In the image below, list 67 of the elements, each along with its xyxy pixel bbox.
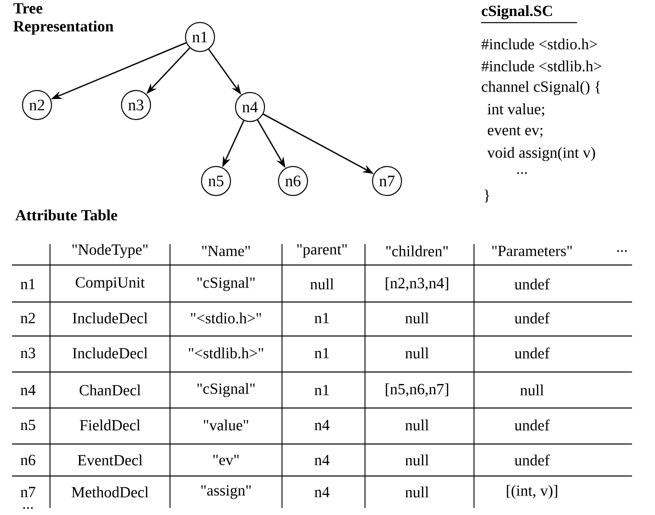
table-cell: "cSignal" [197, 276, 255, 292]
table-cell: undef [514, 454, 550, 466]
table-cell: EventDecl [78, 454, 142, 466]
table-cell: CompiUnit [76, 277, 145, 291]
table-cell: n1 [314, 348, 329, 358]
code-line: int value; [488, 103, 544, 117]
table-cell: IncludeDecl [72, 312, 148, 324]
table-header: "Name" [202, 246, 250, 256]
table-cell: n4 [20, 384, 36, 396]
table-cell: "cSignal" [197, 382, 255, 398]
code-line: ... [517, 172, 527, 174]
section-heading: Attribute Table [15, 210, 118, 220]
table-cell: n1 [314, 384, 329, 396]
tree-node: n2 [22, 90, 52, 120]
table-header: "Parameters" [492, 246, 572, 256]
table-cell: null [405, 312, 429, 324]
table-cell: [n5,n6,n7] [386, 383, 448, 397]
table-cell: undef [514, 278, 550, 290]
table-cell: null [405, 348, 429, 358]
table-header: "children" [386, 246, 448, 256]
tree-node: n5 [201, 166, 231, 196]
table-cell: null [310, 278, 334, 290]
code-line: #include <stdlib.h> [482, 60, 602, 72]
table-cell: n4 [314, 486, 330, 498]
code-line: channel cSignal() { [482, 80, 600, 96]
code-line: } [484, 190, 490, 202]
table-cell: undef [514, 312, 550, 324]
table-cell: n2 [20, 312, 35, 324]
table-header: "parent" [297, 244, 347, 258]
table-cell: "assign" [201, 485, 251, 499]
tree-node: n3 [121, 90, 151, 120]
section-heading: Tree Representation [13, 3, 114, 35]
tree-node: n1 [185, 22, 215, 52]
table-cell: n4 [314, 454, 330, 466]
tree-node: n7 [372, 166, 402, 196]
table-cell: [n2,n3,n4] [386, 277, 448, 291]
table-cell: "<stdio.h>" [191, 312, 261, 324]
table-cell: null [520, 384, 544, 396]
table-cell: "<stdlib.h>" [188, 348, 264, 358]
file-heading: cSignal.SC [482, 5, 552, 20]
table-cell: n5 [20, 420, 36, 430]
ellipsis: ... [23, 507, 33, 509]
table-cell: null [405, 454, 429, 466]
table-cell: MethodDecl [72, 486, 148, 498]
table-cell: IncludeDecl [72, 348, 148, 358]
table-cell: "ev" [213, 454, 239, 466]
table-cell: FieldDecl [80, 420, 140, 430]
table-cell: n1 [314, 312, 329, 324]
table-cell: n4 [314, 420, 330, 430]
code-line: event ev; [488, 126, 542, 138]
table-cell: ChanDecl [80, 384, 141, 396]
table-cell: undef [514, 419, 550, 431]
table-header: "NodeType" [72, 244, 148, 258]
ellipsis: ... [617, 250, 627, 252]
table-cell: null [405, 486, 429, 498]
table-cell: [(int, v)] [506, 484, 558, 500]
table-cell: n7 [20, 486, 36, 498]
table-cell: "value" [204, 420, 248, 430]
tree-node: n6 [278, 166, 308, 196]
table-cell: undef [514, 347, 550, 359]
table-cell: null [405, 420, 429, 430]
table-cell: n1 [20, 278, 35, 290]
code-line: #include <stdio.h> [482, 38, 597, 50]
code-line: void assign(int v) [487, 146, 596, 162]
table-cell: n6 [20, 454, 36, 466]
tree-node: n4 [235, 92, 265, 122]
table-cell: n3 [20, 348, 36, 358]
